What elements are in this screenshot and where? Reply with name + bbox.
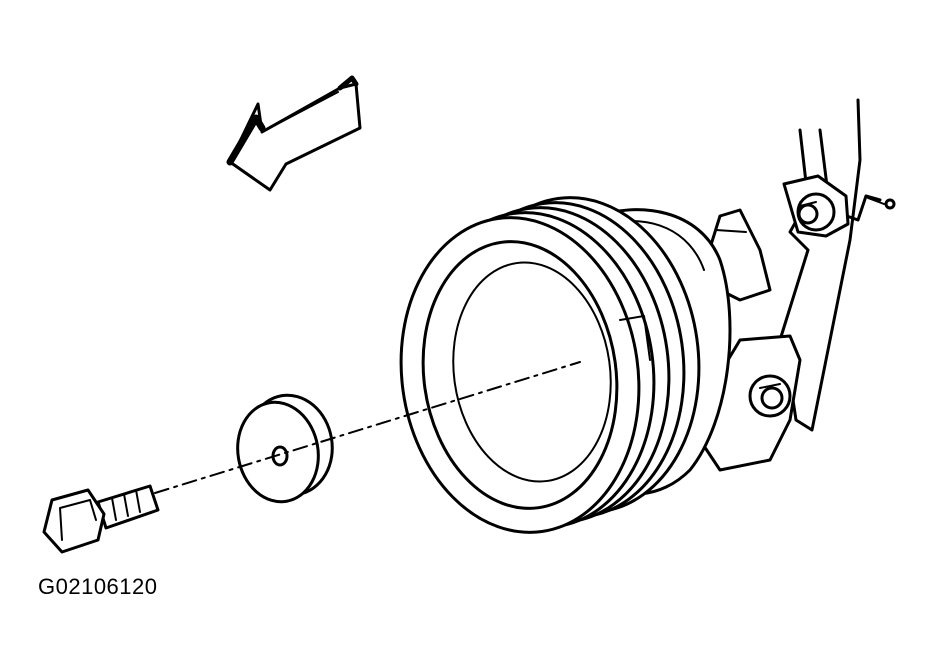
pulley [399, 196, 701, 534]
direction-arrow [226, 75, 362, 192]
washer [236, 393, 334, 504]
alignment-centerline [154, 361, 581, 494]
figure-id-label: G02106120 [38, 574, 158, 599]
bracket-bolt-upper [796, 192, 836, 232]
bracket-bolt-lower [748, 374, 792, 418]
mounting-bracket [698, 98, 896, 472]
pulley-bolt [42, 484, 160, 554]
